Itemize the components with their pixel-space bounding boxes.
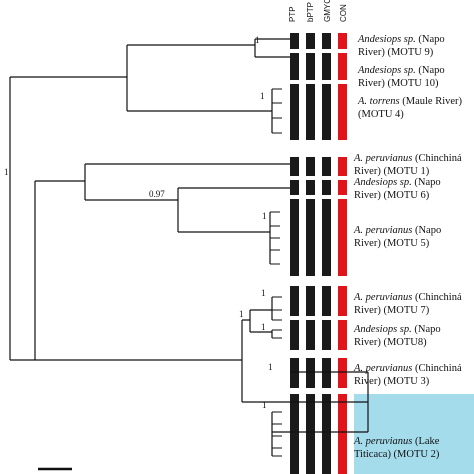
support-motu7: 1	[261, 288, 266, 298]
branch-north-clade	[126, 44, 272, 112]
branch-motu7-motu8	[249, 309, 272, 333]
bar-con-motu8	[338, 320, 347, 350]
bar-gmyc-motu2	[322, 394, 331, 474]
column-header-con: CON	[339, 4, 348, 22]
bar-con-motu7	[338, 286, 347, 316]
bar-ptp-motu3	[290, 358, 299, 388]
bar-bptp-motu2	[306, 394, 315, 474]
bar-gmyc-motu9	[322, 33, 331, 49]
delimitation-bars	[290, 33, 347, 474]
column-header-bptp: bPTP	[306, 2, 315, 22]
bar-ptp-motu8	[290, 320, 299, 350]
bar-bptp-motu4	[306, 84, 315, 140]
support-root: 1	[4, 167, 9, 177]
branch-south-clade	[34, 180, 242, 361]
bar-con-motu4	[338, 84, 347, 140]
bar-ptp-motu1	[290, 157, 299, 176]
branch-peruvianus-napo-clade	[84, 163, 290, 201]
bar-con-motu6	[338, 180, 347, 195]
bar-ptp-motu6	[290, 180, 299, 195]
bar-gmyc-motu3	[322, 358, 331, 388]
branch-motu6-motu5	[177, 187, 290, 233]
bar-con-motu5	[338, 199, 347, 276]
tips-motu2	[272, 411, 282, 457]
bar-gmyc-motu8	[322, 320, 331, 350]
bar-bptp-motu8	[306, 320, 315, 350]
support-torrens: 1	[260, 91, 265, 101]
bar-bptp-motu6	[306, 180, 315, 195]
support-motu8: 1	[261, 322, 266, 332]
bar-con-motu2	[338, 394, 347, 474]
bar-con-motu3	[338, 358, 347, 388]
bar-bptp-motu7	[306, 286, 315, 316]
support-motu3: 1	[268, 362, 273, 372]
tips-motu4	[272, 88, 282, 134]
bar-bptp-motu10	[306, 53, 315, 80]
bar-ptp-motu9	[290, 33, 299, 49]
support-motu7-motu8: 1	[239, 309, 244, 319]
tree-branches	[9, 38, 369, 471]
bar-con-motu1	[338, 157, 347, 176]
bar-gmyc-motu1	[322, 157, 331, 176]
column-header-gmyc: GMYC	[323, 0, 332, 22]
column-header-ptp: PTP	[288, 6, 297, 22]
support-motu2: 1	[262, 400, 267, 410]
column-headers: PTP bPTP GMYC CON	[288, 0, 348, 22]
bar-ptp-motu7	[290, 286, 299, 316]
highlight-box-motu2	[354, 394, 474, 474]
support-values: 1 1 1 0.97 1 1 1 1 1 1	[4, 35, 273, 410]
support-napo-pair: 1	[255, 35, 260, 45]
bar-bptp-motu1	[306, 157, 315, 176]
bar-gmyc-motu7	[322, 286, 331, 316]
terminal-tips	[270, 88, 282, 457]
tips-motu5	[270, 211, 280, 265]
bar-con-motu10	[338, 53, 347, 80]
bar-gmyc-motu4	[322, 84, 331, 140]
bar-bptp-motu3	[306, 358, 315, 388]
bar-con-motu9	[338, 33, 347, 49]
bar-gmyc-motu5	[322, 199, 331, 276]
bar-ptp-motu2	[290, 394, 299, 474]
tips-motu7	[272, 296, 282, 321]
branch-lower-clade	[241, 319, 368, 403]
bar-bptp-motu9	[306, 33, 315, 49]
branch-root	[9, 76, 127, 361]
support-motu5: 1	[262, 211, 267, 221]
bar-ptp-motu5	[290, 199, 299, 276]
bar-ptp-motu4	[290, 84, 299, 140]
bar-bptp-motu5	[306, 199, 315, 276]
bar-gmyc-motu10	[322, 53, 331, 80]
support-peruvianus-napo: 0.97	[149, 189, 165, 199]
label-motu4: A. torrens (Maule River)(MOTU 4)	[357, 96, 463, 120]
bar-ptp-motu10	[290, 53, 299, 80]
branch-motu9-motu10	[254, 38, 290, 58]
branch-motu3-motu2	[272, 371, 369, 433]
bar-gmyc-motu6	[322, 180, 331, 195]
tips-motu8	[272, 329, 282, 339]
